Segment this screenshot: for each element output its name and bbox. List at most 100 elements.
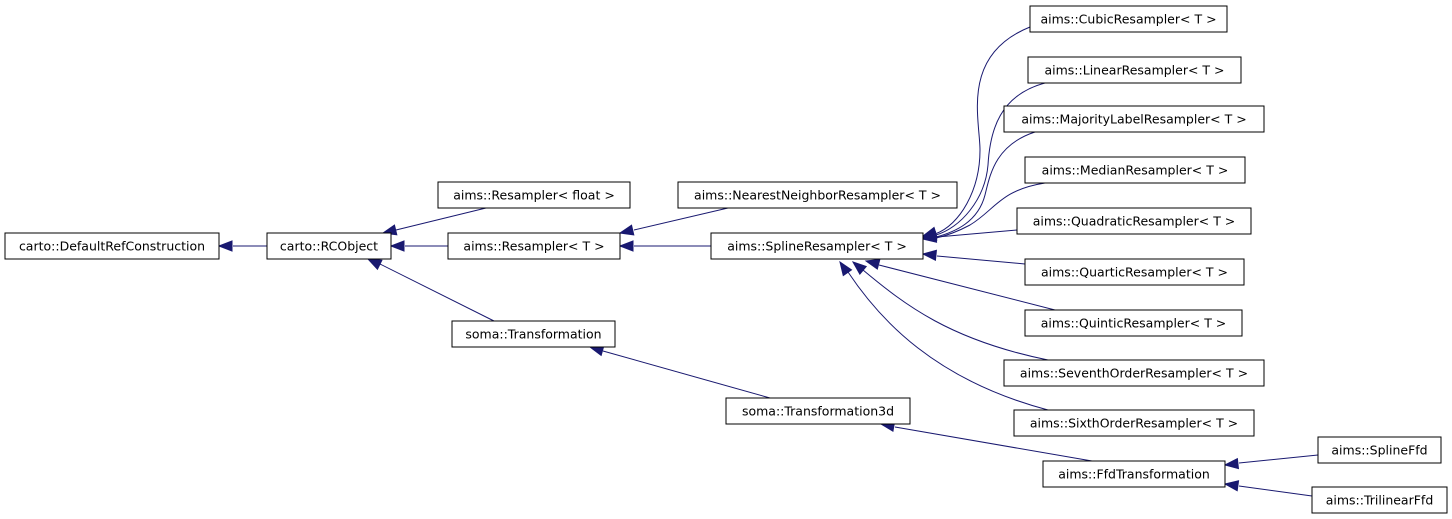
class-node-nearest[interactable]: aims::NearestNeighborResampler< T >	[677, 181, 958, 209]
class-node-default-ref[interactable]: carto::DefaultRefConstruction	[4, 232, 220, 260]
arrow-head-icon	[839, 260, 853, 277]
class-box[interactable]	[725, 397, 911, 425]
class-box[interactable]	[1317, 436, 1442, 464]
class-box[interactable]	[451, 320, 616, 348]
class-box[interactable]	[1311, 486, 1448, 514]
class-label: aims::MajorityLabelResampler< T >	[1021, 112, 1246, 127]
arrow-head-icon	[921, 231, 937, 243]
class-label: aims::SplineResampler< T >	[727, 239, 907, 254]
edge-line	[934, 26, 1031, 235]
class-box[interactable]	[1024, 309, 1243, 337]
edge-line	[1238, 454, 1319, 464]
edge-line	[1238, 485, 1313, 497]
class-node-sixth[interactable]: aims::SixthOrderResampler< T >	[1013, 409, 1255, 437]
class-box[interactable]	[1024, 156, 1246, 184]
class-label: aims::Resampler< float >	[453, 188, 615, 203]
class-box[interactable]	[1027, 56, 1242, 84]
edge-line	[936, 229, 1018, 238]
inheritance-edge-resampler_t-to-rcobject	[389, 240, 448, 252]
class-node-ffd[interactable]: aims::FfdTransformation	[1042, 460, 1226, 488]
class-node-resampler-float[interactable]: aims::Resampler< float >	[437, 181, 631, 209]
class-node-splineffd[interactable]: aims::SplineFfd	[1317, 436, 1442, 464]
inheritance-edge-transformation-to-rcobject	[366, 258, 495, 322]
class-node-quartic[interactable]: aims::QuarticResampler< T >	[1024, 258, 1245, 286]
inheritance-edge-nearest-to-resampler_t	[618, 207, 729, 236]
edge-line	[935, 82, 1046, 236]
class-label: aims::Resampler< T >	[463, 239, 604, 254]
arrow-head-icon	[851, 261, 868, 276]
class-box[interactable]	[710, 232, 924, 260]
edge-line	[936, 255, 1026, 265]
arrow-head-icon	[618, 240, 634, 252]
edge-line	[862, 269, 1049, 361]
class-label: aims::SeventhOrderResampler< T >	[1020, 366, 1248, 381]
class-box[interactable]	[1029, 5, 1228, 33]
class-box[interactable]	[1024, 258, 1245, 286]
arrow-head-icon	[921, 249, 937, 262]
class-box[interactable]	[447, 232, 621, 260]
class-box[interactable]	[4, 232, 220, 260]
arrow-head-icon	[366, 258, 383, 271]
class-node-quadratic[interactable]: aims::QuadraticResampler< T >	[1016, 207, 1252, 235]
class-box[interactable]	[437, 181, 631, 209]
class-label: aims::CubicResampler< T >	[1040, 12, 1216, 27]
class-label: aims::QuinticResampler< T >	[1041, 316, 1227, 331]
arrow-head-icon	[1223, 457, 1240, 470]
class-box[interactable]	[1013, 409, 1255, 437]
class-label: aims::QuadraticResampler< T >	[1033, 214, 1236, 229]
arrow-head-icon	[389, 240, 405, 252]
class-label: carto::RCObject	[280, 239, 378, 254]
inheritance-edge-rcobject-to-default_ref	[217, 240, 267, 252]
class-node-seventh[interactable]: aims::SeventhOrderResampler< T >	[1003, 359, 1265, 387]
inheritance-edge-seventh-to-spline	[851, 261, 1049, 361]
inheritance-edge-sixth-to-spline	[839, 260, 1049, 411]
class-box[interactable]	[1016, 207, 1252, 235]
class-label: aims::TrilinearFfd	[1326, 493, 1434, 508]
edge-line	[894, 426, 1093, 462]
class-label: aims::SplineFfd	[1331, 443, 1427, 458]
class-box[interactable]	[1003, 359, 1265, 387]
class-node-transformation3d[interactable]: soma::Transformation3d	[725, 397, 911, 425]
edge-line	[935, 182, 1046, 239]
edge-line	[395, 207, 487, 231]
class-node-resampler-t[interactable]: aims::Resampler< T >	[447, 232, 621, 260]
class-box[interactable]	[1003, 105, 1265, 133]
class-label: carto::DefaultRefConstruction	[19, 239, 205, 254]
class-node-median[interactable]: aims::MedianResampler< T >	[1024, 156, 1246, 184]
arrow-head-icon	[618, 224, 635, 236]
inheritance-edge-quartic-to-spline	[921, 249, 1026, 265]
class-box[interactable]	[266, 232, 392, 260]
edge-line	[935, 131, 1036, 238]
edges-layer	[217, 26, 1319, 497]
inheritance-edge-spline-to-resampler_t	[618, 240, 711, 252]
edge-line	[878, 264, 1056, 311]
class-node-spline[interactable]: aims::SplineResampler< T >	[710, 232, 924, 260]
class-label: aims::QuarticResampler< T >	[1041, 265, 1228, 280]
inheritance-edge-quadratic-to-spline	[921, 229, 1018, 243]
edge-line	[847, 271, 1049, 411]
inheritance-edge-resampler_float-to-rcobject	[381, 207, 487, 236]
class-box[interactable]	[677, 181, 958, 209]
edge-line	[379, 263, 495, 322]
class-label: aims::LinearResampler< T >	[1044, 63, 1224, 78]
class-label: aims::SixthOrderResampler< T >	[1030, 416, 1238, 431]
class-node-cubic[interactable]: aims::CubicResampler< T >	[1029, 5, 1228, 33]
class-node-linear[interactable]: aims::LinearResampler< T >	[1027, 56, 1242, 84]
class-label: aims::FfdTransformation	[1058, 467, 1210, 482]
class-node-transformation[interactable]: soma::Transformation	[451, 320, 616, 348]
class-label: aims::MedianResampler< T >	[1042, 163, 1229, 178]
class-node-rcobject[interactable]: carto::RCObject	[266, 232, 392, 260]
class-box[interactable]	[1042, 460, 1226, 488]
class-label: aims::NearestNeighborResampler< T >	[694, 188, 941, 203]
class-node-quintic[interactable]: aims::QuinticResampler< T >	[1024, 309, 1243, 337]
nodes-layer: carto::DefaultRefConstruction carto::RCOb…	[4, 5, 1448, 514]
inheritance-edge-splineffd-to-ffd	[1223, 454, 1319, 470]
class-node-majority[interactable]: aims::MajorityLabelResampler< T >	[1003, 105, 1265, 133]
class-node-trilinearffd[interactable]: aims::TrilinearFfd	[1311, 486, 1448, 514]
inheritance-edge-trilinearffd-to-ffd	[1223, 480, 1313, 497]
inheritance-edge-quintic-to-spline	[864, 258, 1056, 311]
arrow-head-icon	[1223, 480, 1240, 492]
edge-line	[633, 207, 729, 231]
class-label: soma::Transformation	[465, 327, 601, 342]
